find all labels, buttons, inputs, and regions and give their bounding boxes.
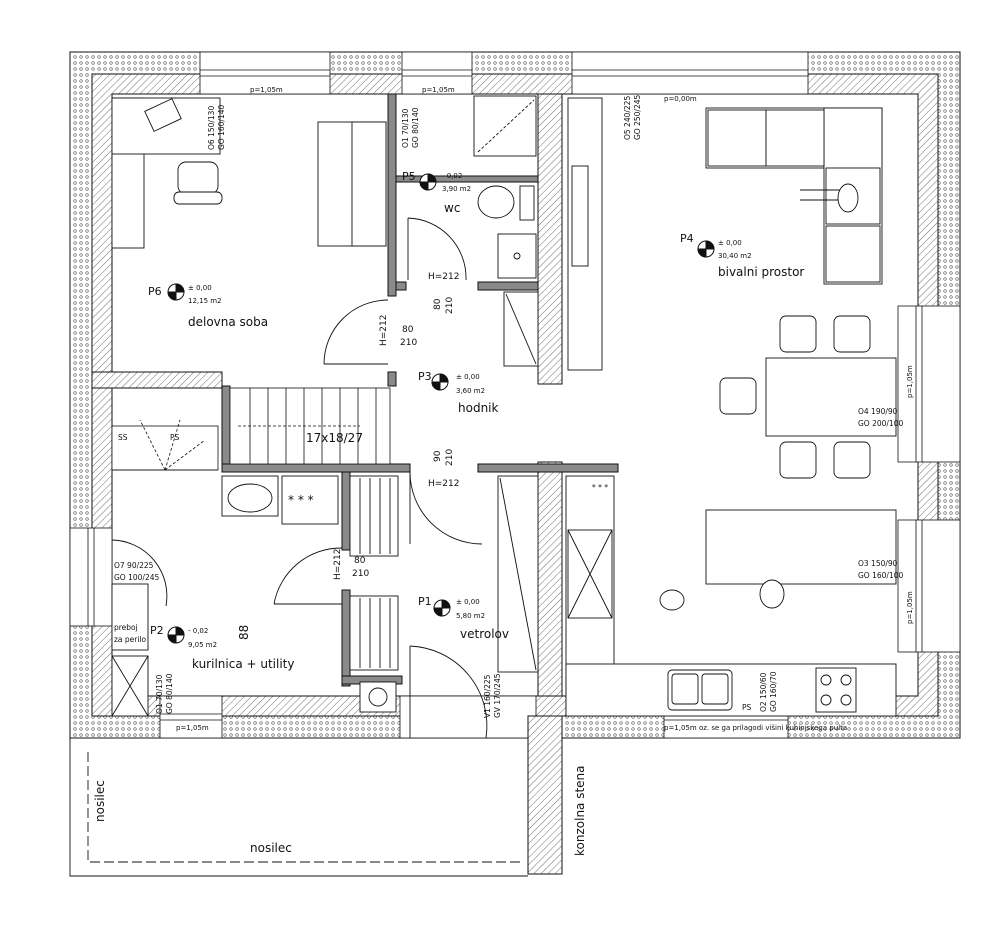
toilet xyxy=(477,185,515,219)
wc-door-h: H=212 xyxy=(428,272,460,282)
room-p2-level: - 0,02 xyxy=(188,627,208,635)
room-p4-area: 30,40 m2 xyxy=(718,252,752,260)
opening-v1-a: V1 160/225 xyxy=(483,674,492,718)
opening-o2-a: O2 150/60 xyxy=(759,672,768,712)
room-p3-name: hodnik xyxy=(458,401,499,415)
p1-door-hh: 210 xyxy=(445,449,455,466)
person-figures xyxy=(659,183,859,611)
opening-v1-b: GV 170/245 xyxy=(493,673,502,718)
windows xyxy=(69,51,961,739)
room-p1-code: P1 xyxy=(418,595,432,608)
dim-88-label: 88 xyxy=(237,625,251,640)
opening-o5-a: O5 240/225 xyxy=(623,96,632,140)
wc-door xyxy=(407,217,467,281)
parapet-right-lower: p=1,05m xyxy=(906,591,914,624)
p6-door-hh: 210 xyxy=(400,338,417,348)
opening-o6-a: O6 150/130 xyxy=(207,106,216,150)
stairs-label: 17x18/27 xyxy=(306,431,363,445)
konzolna-stena-label: konzolna stena xyxy=(573,765,587,856)
p2-door-w: 80 xyxy=(354,556,366,566)
room-p5-name: wc xyxy=(444,201,460,215)
ps-stair-label: PS xyxy=(170,433,180,442)
room-p1-level: ± 0,00 xyxy=(456,598,480,606)
wc-door-hh: 210 xyxy=(445,297,455,314)
o7-door xyxy=(111,539,168,607)
room-p3-area: 3,60 m2 xyxy=(456,387,485,395)
laptop xyxy=(144,98,182,132)
preboj-label-2: za perilo xyxy=(114,635,147,644)
parapet-top-right: p=0,00m xyxy=(664,95,697,103)
room-p4-name: bivalni prostor xyxy=(718,265,804,279)
room-p2-code: P2 xyxy=(150,624,164,637)
opening-o1-wc-b: GO 80/140 xyxy=(411,107,420,148)
room-p4-level: ± 0,00 xyxy=(718,239,742,247)
nosilec-horizontal: nosilec xyxy=(250,841,292,855)
p2-door xyxy=(273,547,343,605)
room-p3-level: ± 0,00 xyxy=(456,373,480,381)
doors xyxy=(111,217,488,739)
toilet-tank xyxy=(519,185,535,221)
vetrolov-wardrobe xyxy=(349,475,399,557)
utility-cooker xyxy=(281,475,339,525)
room-p6-area: 12,15 m2 xyxy=(188,297,222,305)
opening-o7-a: O7 90/225 xyxy=(114,561,154,570)
outside-beams xyxy=(69,738,528,877)
p2-door-hh: 210 xyxy=(352,569,369,579)
shower xyxy=(473,95,537,157)
kitchen-island xyxy=(705,509,897,585)
parapet-bottom-right: p=1,05m oz. se ga prilagodi višini kuhin… xyxy=(664,724,847,732)
furniture xyxy=(111,95,897,717)
p1-door-h: H=212 xyxy=(428,479,460,489)
entrance-door xyxy=(409,645,488,739)
room-p1-name: vetrolov xyxy=(460,627,509,641)
kitchen-stars: * * * xyxy=(592,483,608,492)
opening-o2-b: GO 160/70 xyxy=(769,671,778,712)
room-p2-area: 9,05 m2 xyxy=(188,641,217,649)
room-p6-level: ± 0,00 xyxy=(188,284,212,292)
interior-walls xyxy=(91,93,619,875)
parapet-top-left: p=1,05m xyxy=(250,86,283,94)
room-p6-name: delovna soba xyxy=(188,315,268,329)
p1-door xyxy=(409,471,483,545)
dining-chairs xyxy=(719,315,871,479)
p2-door-h: H=212 xyxy=(333,549,343,581)
room-p2-name: kurilnica + utility xyxy=(192,657,294,671)
ps-kitchen-label: PS xyxy=(742,703,752,712)
nosilec-vertical: nosilec xyxy=(93,780,107,822)
p6-door-h: H=212 xyxy=(379,315,389,347)
parapet-right-upper: p=1,05m xyxy=(906,365,914,398)
staircase xyxy=(111,387,391,471)
opening-o1-wc-a: O1 70/130 xyxy=(401,108,410,148)
opening-o6-b: GO 160/140 xyxy=(217,105,226,150)
wc-door-w: 80 xyxy=(433,298,443,310)
room-p4-code: P4 xyxy=(680,232,694,245)
dining-table xyxy=(765,357,897,437)
preboj-label-1: preboj xyxy=(114,623,138,632)
room-p5-area: 3,90 m2 xyxy=(442,185,471,193)
cooktop xyxy=(815,667,857,713)
room-p5-code: P5 xyxy=(402,170,416,183)
opening-o1-p2-b: GO 80/140 xyxy=(165,673,174,714)
opening-o7-b: GO 100/245 xyxy=(114,573,159,582)
room-p5-level: - 0,02 xyxy=(442,172,462,180)
opening-o5-b: GO 250/245 xyxy=(633,95,642,140)
opening-o1-p2-a: O1 70/130 xyxy=(155,674,164,714)
parapet-top-mid: p=1,05m xyxy=(422,86,455,94)
opening-o4-a: O4 190/90 xyxy=(858,407,898,416)
p6-door-w: 80 xyxy=(402,325,414,335)
p6-door xyxy=(323,299,389,365)
room-p6-code: P6 xyxy=(148,285,162,298)
p1-door-w: 90 xyxy=(433,450,443,462)
room-p3-code: P3 xyxy=(418,370,432,383)
room-p1-area: 5,80 m2 xyxy=(456,612,485,620)
ss-label: SS xyxy=(118,433,128,442)
utility-stars: * * * xyxy=(288,493,314,507)
parapet-bottom-left: p=1,05m xyxy=(176,724,209,732)
opening-o3-b: GO 160/100 xyxy=(858,571,903,580)
office-chair xyxy=(177,161,219,195)
opening-o3-a: O3 150/90 xyxy=(858,559,898,568)
level-markers xyxy=(167,173,715,644)
opening-o4-b: GO 200/100 xyxy=(858,419,903,428)
